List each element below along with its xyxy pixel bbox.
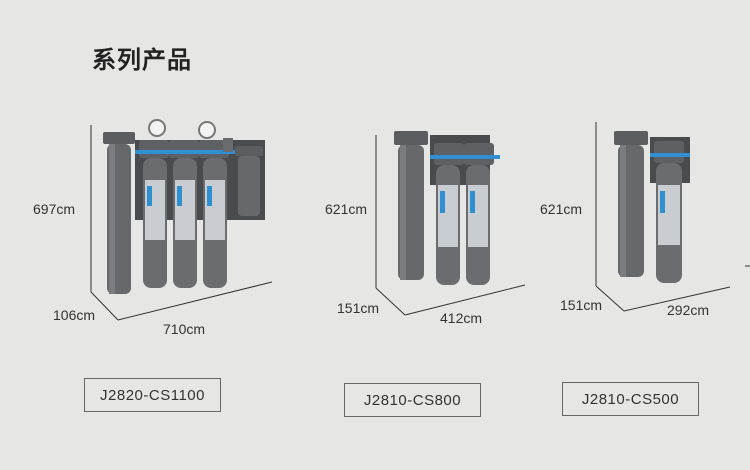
product-image-2 [394, 131, 500, 285]
model-label-1: J2820-CS1100 [84, 378, 221, 412]
depth-label-1: 106cm [53, 307, 96, 323]
model-label-3: J2810-CS500 [562, 382, 699, 416]
page-title: 系列产品 [92, 46, 192, 74]
product-image-1 [103, 119, 265, 294]
width-line-3 [623, 286, 731, 312]
height-label-1: 697cm [33, 201, 76, 217]
width-label-3: 292cm [667, 302, 710, 318]
depth-label-3: 151cm [560, 297, 603, 313]
depth-label-2: 151cm [337, 300, 380, 316]
width-line-2 [404, 284, 526, 316]
width-label-1: 710cm [163, 321, 206, 337]
depth-line-1 [90, 291, 119, 321]
product-image-3 [614, 131, 690, 283]
width-line-1 [117, 281, 273, 321]
depth-line-2 [375, 287, 406, 316]
height-label-3: 621cm [540, 201, 583, 217]
model-label-2: J2810-CS800 [344, 383, 481, 417]
depth-line-3 [595, 285, 625, 312]
height-label-2: 621cm [325, 201, 368, 217]
width-label-2: 412cm [440, 310, 483, 326]
